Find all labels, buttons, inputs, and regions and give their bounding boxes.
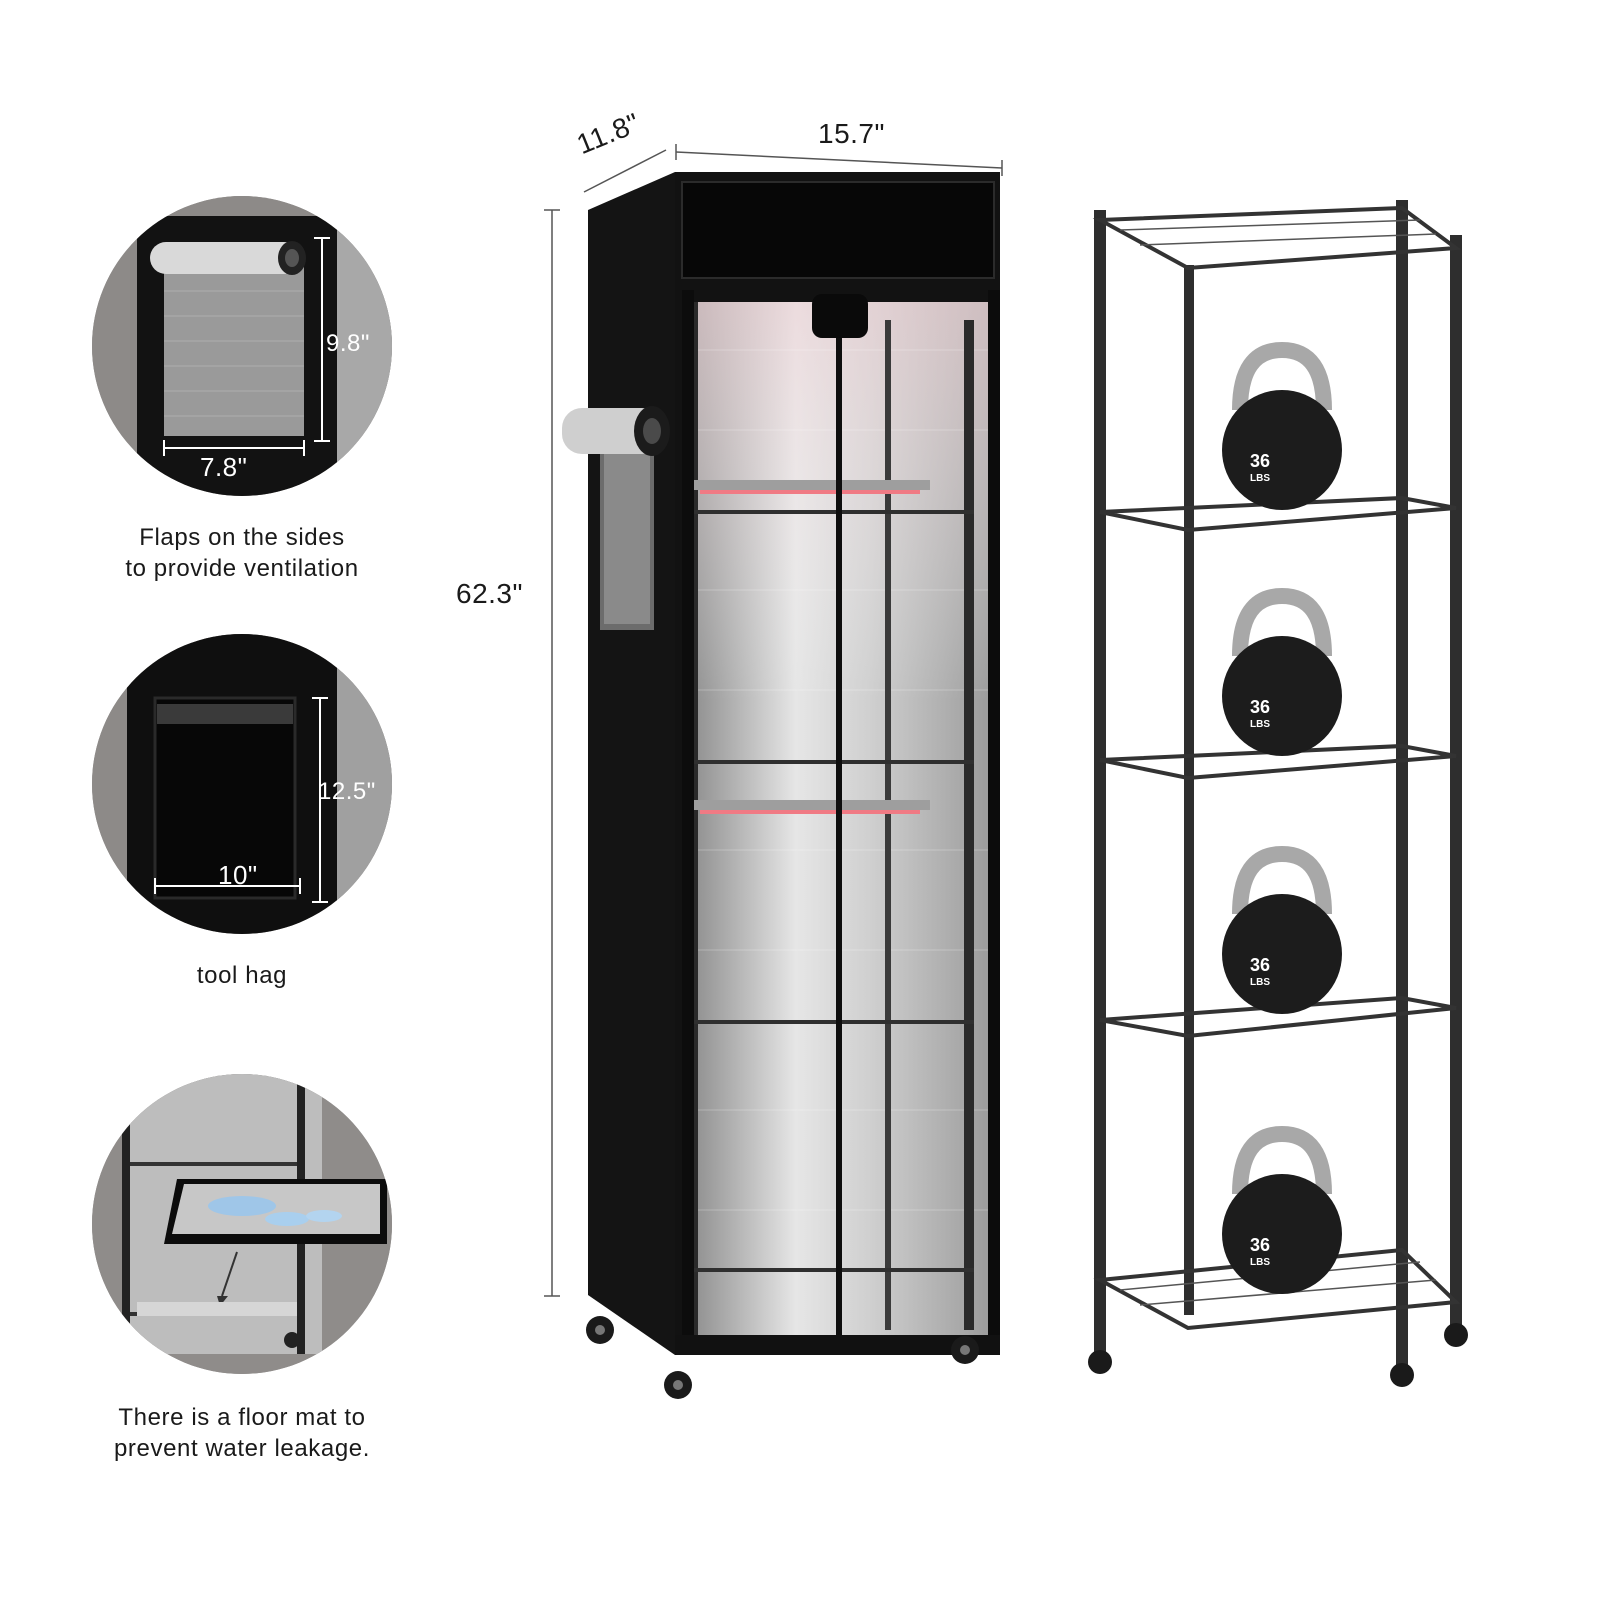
- kettlebell-3-weight: 36: [1249, 955, 1271, 975]
- kettlebell-2-unit: LBS: [1250, 719, 1270, 730]
- kettlebell-1-weight: 36: [1249, 451, 1271, 471]
- bag-height-label: 12.5": [318, 778, 376, 805]
- kettlebell-2: [1222, 587, 1342, 756]
- kettlebell-1: [1222, 341, 1342, 510]
- wire-rack-illustration: [1088, 200, 1468, 1387]
- kettlebell-4-label: 36 LBS: [1244, 1236, 1276, 1272]
- floor-mat-caption-line1: There is a floor mat to: [118, 1404, 366, 1431]
- kettlebell-3: [1222, 845, 1342, 1014]
- floor-mat-caption-line2: prevent water leakage.: [113, 1435, 370, 1462]
- kettlebell-1-label: 36 LBS: [1244, 452, 1276, 488]
- tent-height-label: 62.3": [456, 578, 523, 609]
- flap-width-label: 7.8": [200, 452, 248, 482]
- ventilation-caption-line2: to provide ventilation: [125, 555, 359, 582]
- bag-width-label: 10": [218, 860, 258, 890]
- ventilation-caption-line1: Flaps on the sides: [139, 524, 345, 551]
- kettlebell-4-weight: 36: [1249, 1235, 1271, 1255]
- flap-height-label: 9.8": [326, 330, 370, 357]
- tool-bag-caption-line1: tool hag: [196, 962, 288, 989]
- floor-mat-closeup: [92, 1074, 392, 1374]
- kettlebell-3-unit: LBS: [1250, 977, 1270, 988]
- kettlebell-1-unit: LBS: [1250, 473, 1270, 484]
- kettlebell-3-label: 36 LBS: [1244, 956, 1276, 992]
- tent-width-label: 15.7": [818, 118, 885, 149]
- floor-mat-caption: There is a floor mat to prevent water le…: [82, 1402, 402, 1464]
- grow-tent-illustration: [544, 144, 1003, 1399]
- tool-bag-caption: tool hag: [92, 960, 392, 991]
- kettlebell-4: [1222, 1125, 1342, 1294]
- ventilation-caption: Flaps on the sides to provide ventilatio…: [92, 522, 392, 584]
- ventilation-flap-closeup: [92, 196, 392, 496]
- kettlebell-2-weight: 36: [1249, 697, 1271, 717]
- kettlebell-4-unit: LBS: [1250, 1257, 1270, 1268]
- kettlebell-2-label: 36 LBS: [1244, 698, 1276, 734]
